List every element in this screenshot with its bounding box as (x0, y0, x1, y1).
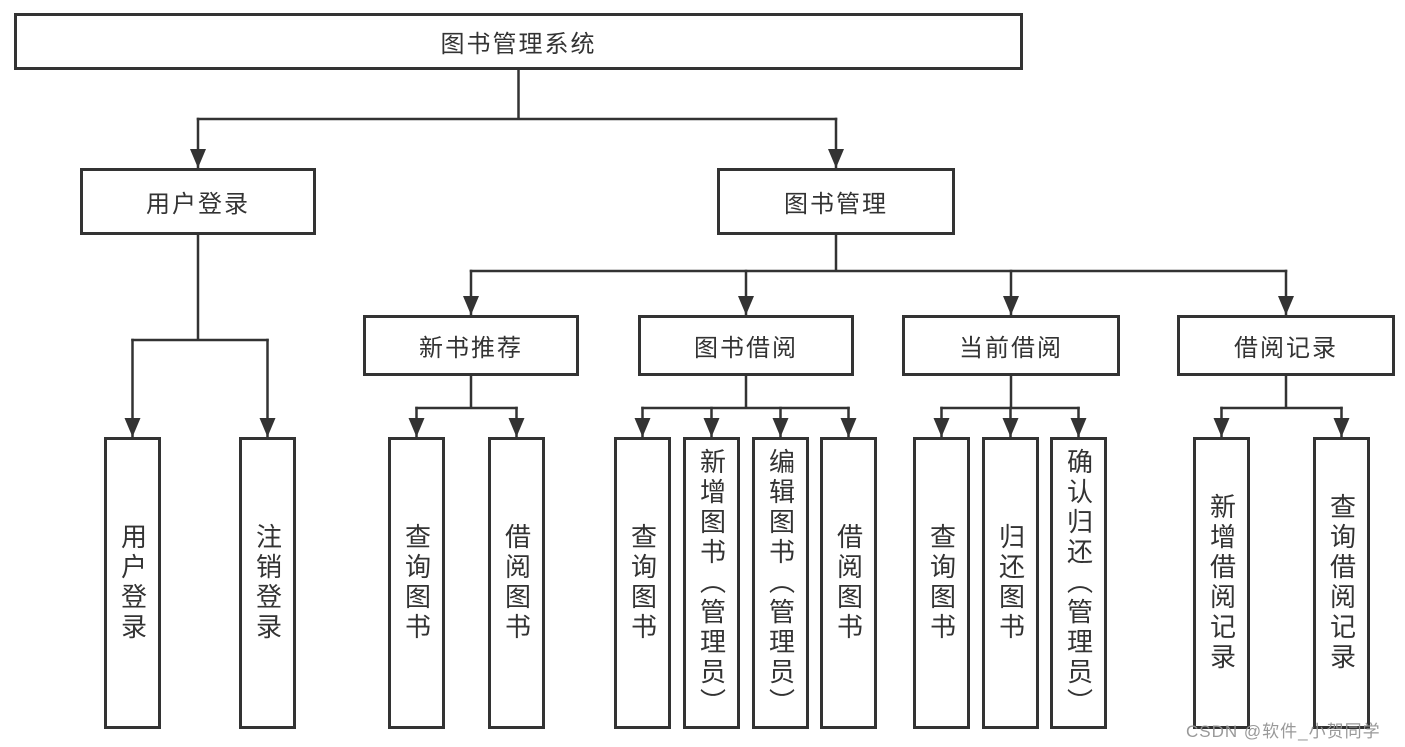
node-root-system: 图书管理系统 (14, 13, 1023, 70)
node-book-management-module: 图书管理 (717, 168, 955, 235)
node-leaf-add-borrow-record: 新增借阅记录 (1193, 437, 1250, 729)
node-leaf-query-books-recommend: 查询图书 (388, 437, 445, 729)
node-leaf-add-books-admin: 新增图书（管理员） (683, 437, 740, 729)
node-leaf-logout: 注销登录 (239, 437, 296, 729)
node-leaf-confirm-return-admin: 确认归还（管理员） (1050, 437, 1107, 729)
node-leaf-query-books-current: 查询图书 (913, 437, 970, 729)
node-book-borrowing: 图书借阅 (638, 315, 854, 376)
node-leaf-user-login: 用户登录 (104, 437, 161, 729)
node-new-book-recommend: 新书推荐 (363, 315, 579, 376)
node-user-login-module: 用户登录 (80, 168, 316, 235)
node-leaf-borrow-books-recommend: 借阅图书 (488, 437, 545, 729)
node-leaf-borrow-books: 借阅图书 (820, 437, 877, 729)
node-borrowing-records: 借阅记录 (1177, 315, 1395, 376)
node-current-borrowing: 当前借阅 (902, 315, 1120, 376)
node-leaf-edit-books-admin: 编辑图书（管理员） (752, 437, 809, 729)
node-leaf-return-books: 归还图书 (982, 437, 1039, 729)
node-leaf-query-books-borrowing: 查询图书 (614, 437, 671, 729)
node-leaf-query-borrow-record: 查询借阅记录 (1313, 437, 1370, 729)
csdn-watermark: CSDN @软件_小贺同学 (1186, 722, 1381, 741)
